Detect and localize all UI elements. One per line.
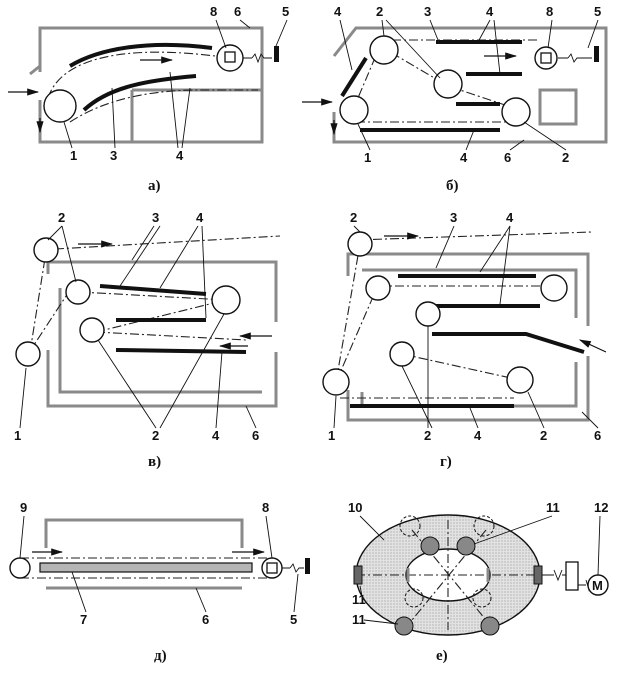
label-4: 4 [334, 4, 342, 19]
label-2: 2 [562, 150, 569, 165]
label-4: 4 [460, 150, 468, 165]
caption-e: е) [436, 648, 448, 664]
label-1: 1 [328, 428, 335, 443]
label-2: 2 [350, 210, 357, 225]
label-6: 6 [504, 150, 511, 165]
label-5: 5 [594, 4, 601, 19]
label-4: 4 [196, 210, 204, 225]
label-3: 3 [110, 148, 117, 163]
label-2: 2 [152, 428, 159, 443]
label-11: 11 [546, 500, 560, 515]
label-2: 2 [376, 4, 383, 19]
label-5: 5 [282, 4, 289, 19]
label-11: 11 [352, 592, 366, 607]
label-7: 7 [80, 612, 87, 627]
caption-v: в) [148, 454, 161, 470]
caption-a: а) [148, 178, 161, 194]
label-4: 4 [176, 148, 184, 163]
label-6: 6 [234, 4, 241, 19]
label-3: 3 [152, 210, 159, 225]
caption-g: г) [440, 454, 452, 470]
caption-d: д) [154, 648, 167, 664]
label-4: 4 [212, 428, 220, 443]
label-3: 3 [450, 210, 457, 225]
panel-v: 2 3 4 1 2 4 6 в) [14, 210, 281, 470]
label-4: 4 [506, 210, 514, 225]
panel-g: 2 3 4 1 2 4 2 6 г) [322, 210, 607, 470]
label-8: 8 [262, 500, 269, 515]
label-3: 3 [424, 4, 431, 19]
label-6: 6 [202, 612, 209, 627]
panel-d: 9 8 7 6 5 д) [9, 500, 310, 664]
panel-e: M 10 11 12 11 11 е) [348, 500, 609, 664]
label-9: 9 [20, 500, 27, 515]
motor-label: M [592, 578, 603, 593]
label-8: 8 [210, 4, 217, 19]
label-8: 8 [546, 4, 553, 19]
label-1: 1 [70, 148, 77, 163]
label-4: 4 [474, 428, 482, 443]
label-11: 11 [352, 612, 366, 627]
label-10: 10 [348, 500, 362, 515]
label-6: 6 [594, 428, 601, 443]
label-2: 2 [540, 428, 547, 443]
panel-b: 4 2 3 4 8 5 1 4 6 2 б) [302, 4, 608, 194]
label-4: 4 [486, 4, 494, 19]
label-2: 2 [424, 428, 431, 443]
label-5: 5 [290, 612, 297, 627]
label-1: 1 [364, 150, 371, 165]
panel-a: 8 6 5 1 3 4 а) [8, 4, 289, 194]
label-2: 2 [58, 210, 65, 225]
label-1: 1 [14, 428, 21, 443]
caption-b: б) [446, 178, 459, 194]
label-12: 12 [594, 500, 608, 515]
label-6: 6 [252, 428, 259, 443]
